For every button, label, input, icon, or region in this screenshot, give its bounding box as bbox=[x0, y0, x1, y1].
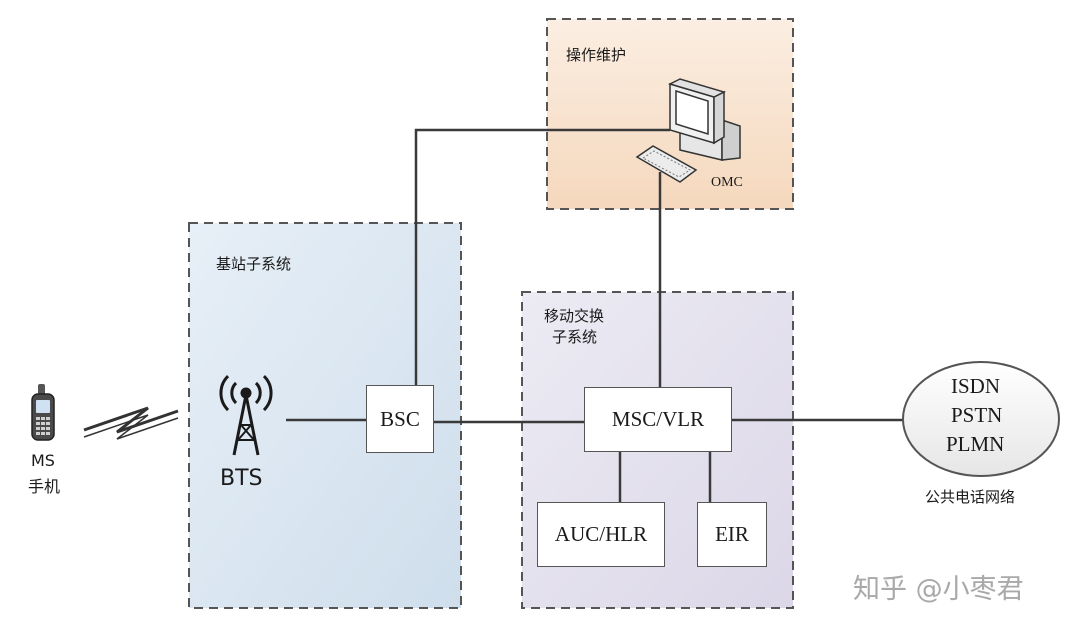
phone-label: 手机 bbox=[28, 477, 61, 496]
auc-hlr-node: AUC/HLR bbox=[537, 502, 665, 567]
omc-label: OMC bbox=[711, 175, 743, 190]
bsc-node: BSC bbox=[366, 385, 434, 453]
computer-icon bbox=[635, 78, 741, 183]
public-network-caption: 公共电话网络 bbox=[925, 488, 1016, 506]
nss-region-label-1: 移动交换 bbox=[544, 307, 605, 325]
ms-label: MS bbox=[31, 451, 55, 470]
link-bsc-omc bbox=[414, 128, 670, 385]
omc-region-label: 操作维护 bbox=[566, 46, 627, 64]
eir-node: EIR bbox=[697, 502, 767, 567]
nss-region-label-2: 子系统 bbox=[552, 328, 598, 346]
public-network-ellipse bbox=[902, 361, 1060, 477]
watermark: 知乎 @小枣君 bbox=[853, 574, 1024, 605]
bts-tower-icon bbox=[219, 374, 273, 456]
public-network-item-pstn: PSTN bbox=[951, 403, 1003, 427]
phone-icon bbox=[31, 384, 55, 441]
bss-region-label: 基站子系统 bbox=[216, 255, 292, 273]
public-network-item-isdn: ISDN bbox=[951, 374, 1001, 398]
msc-vlr-node: MSC/VLR bbox=[584, 387, 732, 452]
public-network-item-plmn: PLMN bbox=[946, 432, 1005, 456]
bts-label: BTS bbox=[220, 466, 263, 491]
